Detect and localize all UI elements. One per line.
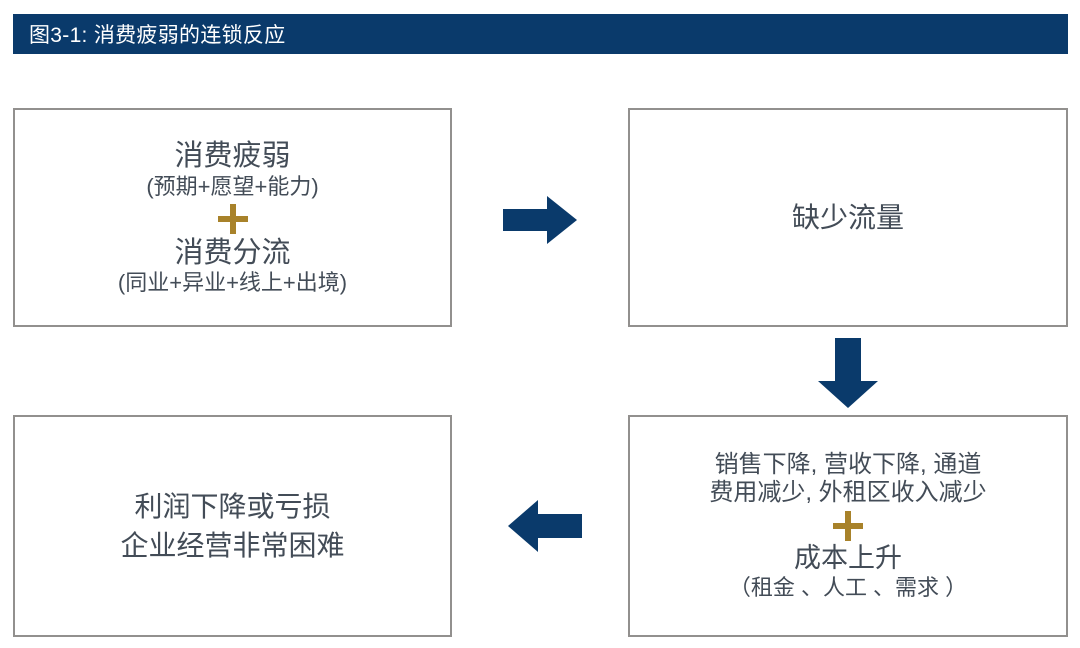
plus-icon (833, 511, 863, 542)
node-revenue-cost-line-2: 费用减少, 外租区收入减少 (709, 479, 987, 507)
node-profit-decline: 利润下降或亏损 企业经营非常困难 (13, 415, 452, 637)
node-consumption-line-1: 消费疲弱 (174, 140, 291, 173)
arrow-right-icon (503, 196, 577, 244)
node-revenue-down-cost-up: 销售下降, 营收下降, 通道 费用减少, 外租区收入减少 成本上升 （租金 、人… (628, 415, 1068, 637)
node-consumption-line-4: (同业+异业+线上+出境) (117, 269, 348, 295)
node-traffic-line-1: 缺少流量 (791, 201, 904, 233)
arrow-down-icon (818, 338, 878, 408)
node-revenue-cost-line-4: （租金 、人工 、需求 ） (728, 575, 968, 601)
figure-title: 图3-1: 消费疲弱的连锁反应 (29, 24, 286, 47)
node-consumption-line-2: (预期+愿望+能力) (146, 173, 319, 199)
node-revenue-cost-line-1: 销售下降, 营收下降, 通道 (714, 450, 982, 478)
node-profit-line-2: 企业经营非常困难 (120, 530, 345, 561)
node-consumption-weakness: 消费疲弱 (预期+愿望+能力) 消费分流 (同业+异业+线上+出境) (13, 108, 452, 327)
node-revenue-cost-line-3: 成本上升 (794, 543, 902, 574)
node-consumption-line-3: 消费分流 (174, 236, 291, 269)
node-profit-line-1: 利润下降或亏损 (134, 490, 331, 522)
plus-icon (217, 203, 248, 234)
figure-title-bar: 图3-1: 消费疲弱的连锁反应 (13, 14, 1068, 54)
node-lack-of-traffic: 缺少流量 (628, 108, 1068, 327)
arrow-left-icon (508, 500, 582, 552)
